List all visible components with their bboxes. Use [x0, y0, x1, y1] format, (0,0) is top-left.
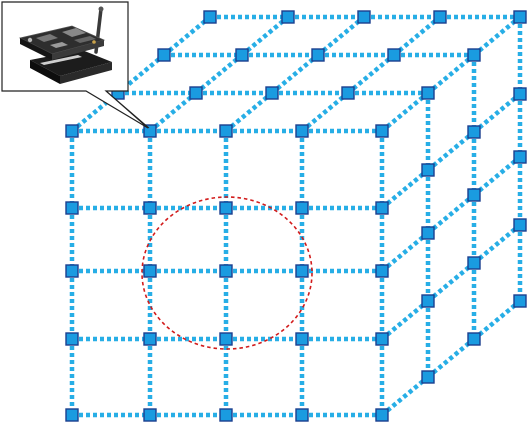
- link-depth: [162, 15, 212, 57]
- sensor-node: [375, 201, 389, 215]
- sensor-node: [295, 264, 309, 278]
- sensor-node: [265, 86, 279, 100]
- link-depth: [426, 193, 476, 235]
- sensor-node: [295, 408, 309, 422]
- sensor-node: [421, 163, 435, 177]
- link-depth: [240, 15, 290, 57]
- sensor-node: [421, 86, 435, 100]
- link-depth: [380, 168, 430, 210]
- sensor-node: [143, 264, 157, 278]
- sensor-node: [421, 294, 435, 308]
- sensor-node: [387, 48, 401, 62]
- sensor-node: [467, 125, 481, 139]
- sensor-node: [295, 201, 309, 215]
- sensor-node: [421, 370, 435, 384]
- sensor-node: [189, 86, 203, 100]
- sensor-node: [281, 10, 295, 24]
- sensor-node: [421, 226, 435, 240]
- link-depth: [316, 15, 366, 57]
- sensor-node: [513, 294, 527, 308]
- sensor-node: [357, 10, 371, 24]
- link-depth: [392, 15, 442, 57]
- sensor-node: [143, 332, 157, 346]
- link-depth: [472, 299, 522, 341]
- sensor-node: [513, 87, 527, 101]
- sensor-node: [295, 124, 309, 138]
- sensor-node: [375, 408, 389, 422]
- link-depth: [380, 299, 430, 341]
- sensor-node: [467, 48, 481, 62]
- sensor-node: [65, 201, 79, 215]
- link-depth: [148, 91, 198, 133]
- sensor-node: [311, 48, 325, 62]
- sensor-node: [341, 86, 355, 100]
- sensor-node: [219, 332, 233, 346]
- link-depth: [380, 375, 430, 417]
- sensor-node: [65, 408, 79, 422]
- callout-layer: [1, 1, 150, 129]
- link-depth: [426, 261, 476, 303]
- link-depth: [472, 155, 522, 197]
- links-layer: [69, 14, 523, 418]
- sensor-node: [467, 332, 481, 346]
- sensor-node: [513, 150, 527, 164]
- callout-leader: [105, 90, 150, 129]
- sensor-node: [219, 201, 233, 215]
- sensor-node: [375, 264, 389, 278]
- link-depth: [224, 91, 274, 133]
- sensor-node: [467, 188, 481, 202]
- sensor-node: [375, 124, 389, 138]
- sensor-node: [433, 10, 447, 24]
- nodes-layer: [65, 10, 527, 422]
- sensor-node: [375, 332, 389, 346]
- sensor-node: [157, 48, 171, 62]
- sensor-node: [467, 256, 481, 270]
- link-depth: [426, 130, 476, 172]
- highlight-layer: [141, 196, 313, 350]
- sensor-node: [65, 124, 79, 138]
- link-depth: [380, 91, 430, 133]
- link-depth: [270, 53, 320, 95]
- link-depth: [346, 53, 396, 95]
- sensor-node: [219, 408, 233, 422]
- link-depth: [300, 91, 350, 133]
- link-depth: [472, 15, 522, 57]
- link-depth: [380, 231, 430, 273]
- highlight-ellipse: [141, 196, 313, 350]
- sensor-node: [513, 10, 527, 24]
- sensor-node: [65, 264, 79, 278]
- sensor-node: [295, 332, 309, 346]
- sensor-node: [203, 10, 217, 24]
- link-depth: [426, 53, 476, 95]
- link-depth: [472, 223, 522, 265]
- link-depth: [194, 53, 244, 95]
- sensor-node: [219, 124, 233, 138]
- sensor-node: [219, 264, 233, 278]
- sensor-board-icon: [18, 6, 112, 84]
- link-depth: [472, 92, 522, 134]
- sensor-node: [143, 201, 157, 215]
- sensor-node: [513, 218, 527, 232]
- sensor-node: [65, 332, 79, 346]
- link-depth: [426, 337, 476, 379]
- sensor-node: [235, 48, 249, 62]
- sensor-node: [143, 408, 157, 422]
